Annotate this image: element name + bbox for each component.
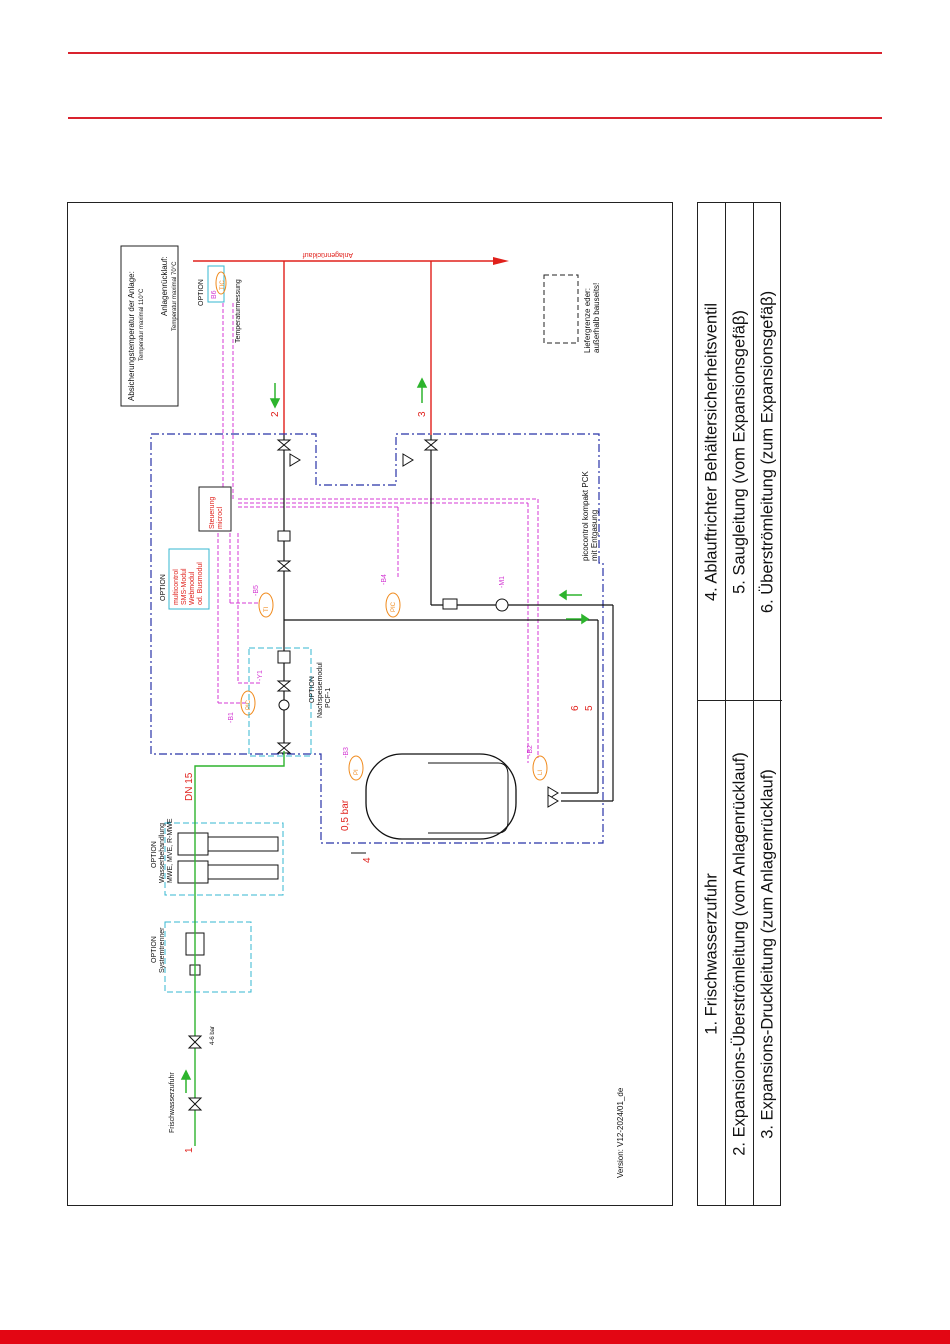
control-label2: microcl: [217, 506, 224, 529]
instrument-b4: PIC -B4: [381, 574, 401, 618]
water-treatment-option-label: OPTION: [151, 841, 158, 868]
vessel-membrane: [428, 762, 509, 834]
legend-item-3: 3. Expansions-Druckleitung (zum Anlagenr…: [758, 769, 777, 1139]
legend-table: 1. Frischwasserzufuhr 4. Ablauftrichter …: [697, 202, 782, 1206]
line-number-5: 5: [584, 705, 595, 711]
refill-option-label: OPTION: [309, 676, 316, 703]
temperature-info-box: [120, 245, 179, 407]
system-separator-option-box: [164, 921, 252, 993]
legend-item-2: 2. Expansions-Überströmleitung (vom Anla…: [730, 752, 748, 1156]
legend-column-3: 3. Expansions-Druckleitung (zum Anlagenr…: [754, 203, 782, 1205]
valve-symbols: [276, 439, 559, 808]
multi-line1: multicontrol: [173, 569, 180, 605]
refill-line2: PCF-1: [325, 688, 332, 708]
sensor-b4-label: -B4: [381, 574, 388, 585]
flow-arrows: [180, 377, 590, 1093]
separator-line1: Systemtrenner: [159, 927, 166, 973]
legend-item-4: 4. Ablauftrichter Behältersicherheitsven…: [702, 302, 720, 601]
hydraulic-schematic: Absicherungstemperatur der Anlage: Tempe…: [120, 245, 625, 1178]
svg-text:TI: TI: [264, 606, 270, 612]
unit-boundary: [150, 433, 604, 844]
legend-cell: 6. Überströmleitung (zum Expansionsgefäβ…: [754, 203, 782, 700]
multi-line4: od. Busmodul: [197, 562, 204, 605]
delivery-limit-box: [543, 274, 579, 344]
instrument-b2: LI -B2: [527, 745, 548, 781]
legend-cell: 3. Expansions-Druckleitung (zum Anlagenr…: [754, 700, 782, 1207]
header-rule-bottom: [68, 117, 882, 119]
temp-option-label: OPTION: [198, 279, 205, 306]
sensor-b2-label: -B2: [527, 745, 534, 756]
line-number-2: 2: [270, 411, 281, 417]
water-treatment-option-box: [164, 822, 284, 896]
instrument-b1: PIC -B1: [228, 690, 256, 723]
dn-label: DN 15: [184, 772, 195, 801]
unit-label-line1: picocontrol kompakt PCK: [581, 471, 590, 561]
sensor-y1-label: -Y1: [257, 670, 264, 681]
sensor-b3-label: -B3: [343, 747, 350, 758]
refill-option-box: [248, 647, 312, 757]
return-line: [193, 260, 493, 435]
schematic-frame: Absicherungstemperatur der Anlage: Tempe…: [67, 202, 673, 1206]
svg-text:LI: LI: [538, 770, 544, 775]
temp-caption: Temperaturmessung: [235, 279, 242, 343]
multi-line3: Webmodul: [189, 571, 196, 605]
legend-cell: 2. Expansions-Überströmleitung (vom Anla…: [726, 700, 753, 1207]
svg-text:PI: PI: [354, 769, 360, 775]
legend-column-2: 2. Expansions-Überströmleitung (vom Anla…: [726, 203, 754, 1205]
sensor-b1-label: -B1: [228, 712, 235, 723]
info-line1: Absicherungstemperatur der Anlage:: [127, 271, 136, 401]
legend-cell: 4. Ablauftrichter Behältersicherheitsven…: [698, 203, 725, 700]
delivery-limit-line1: Liefergrenze eder:: [583, 288, 592, 353]
unit-label-line2: mit Entgasung: [590, 510, 599, 561]
footer-bar: [0, 1330, 950, 1344]
legend-item-6: 6. Überströmleitung (zum Expansionsgefäβ…: [758, 290, 777, 613]
legend-cell: 5. Saugleitung (vom Expansionsgefäβ): [726, 203, 753, 700]
tic-instrument: [215, 271, 227, 295]
legend-column-1: 1. Frischwasserzufuhr 4. Ablauftrichter …: [698, 203, 726, 1205]
svg-text:PIC: PIC: [391, 601, 397, 612]
pressure-gauge-label: 4-6 bar: [210, 1026, 216, 1045]
legend-item-1: 1. Frischwasserzufuhr: [702, 873, 720, 1035]
water-treatment-cartridges: [177, 832, 279, 884]
separator-option-label: OPTION: [151, 936, 158, 963]
signal-lines: [217, 303, 539, 763]
sensor-m1-label: -M1: [499, 576, 506, 588]
fresh-water-label: Frischwasserzufuhr: [169, 1072, 176, 1133]
instrument-b3: PI -B3: [343, 747, 364, 781]
fresh-water-line: [194, 751, 285, 1146]
fresh-water-valves: [187, 1035, 203, 1111]
refill-line1: Nachspeisemodul: [317, 662, 324, 718]
info-line2: Temperatur maximal 110°C: [139, 288, 145, 361]
safety-valve-label: 0,5 bar: [340, 799, 351, 831]
control-unit-box: [198, 486, 232, 532]
line-number-1: 1: [184, 1147, 195, 1153]
temperature-option-box: [207, 265, 225, 303]
temp-sensor-id: B6: [211, 290, 218, 299]
version-label: Version: V12-2024/01_de: [616, 1087, 625, 1178]
multi-line2: SMS-Modul: [181, 568, 188, 605]
header-rule-top: [68, 52, 882, 54]
info-line3: Anlagenrücklauf:: [160, 256, 169, 316]
multicontrol-option-box: [168, 548, 210, 610]
instrument-b5: TI -B5: [253, 585, 274, 618]
control-label1: Steuerung: [209, 497, 216, 529]
legend-cell: 1. Frischwasserzufuhr: [698, 700, 725, 1207]
tic-label: TIC: [220, 280, 226, 290]
legend-item-5: 5. Saugleitung (vom Expansionsgefäβ): [730, 309, 748, 594]
sensor-b5-label: -B5: [253, 585, 260, 596]
water-treatment-line2: MWE, MVE, R-MWE: [167, 818, 174, 883]
line-number-4: 4: [362, 857, 373, 863]
return-flow-arrow: [493, 257, 509, 265]
unit-piping: [283, 435, 614, 802]
info-line4: Temperatur maximal 70°C: [172, 261, 178, 331]
return-line-label: Anlagenrücklauf: [303, 251, 353, 258]
line-number-6: 6: [570, 705, 581, 711]
expansion-vessel: [365, 753, 517, 840]
delivery-limit-line2: außerhalb bauseits!: [592, 283, 601, 353]
multi-option-label: OPTION: [160, 574, 167, 601]
water-treatment-line1: Wasserbehandlung: [159, 823, 166, 883]
line-number-3: 3: [417, 411, 428, 417]
